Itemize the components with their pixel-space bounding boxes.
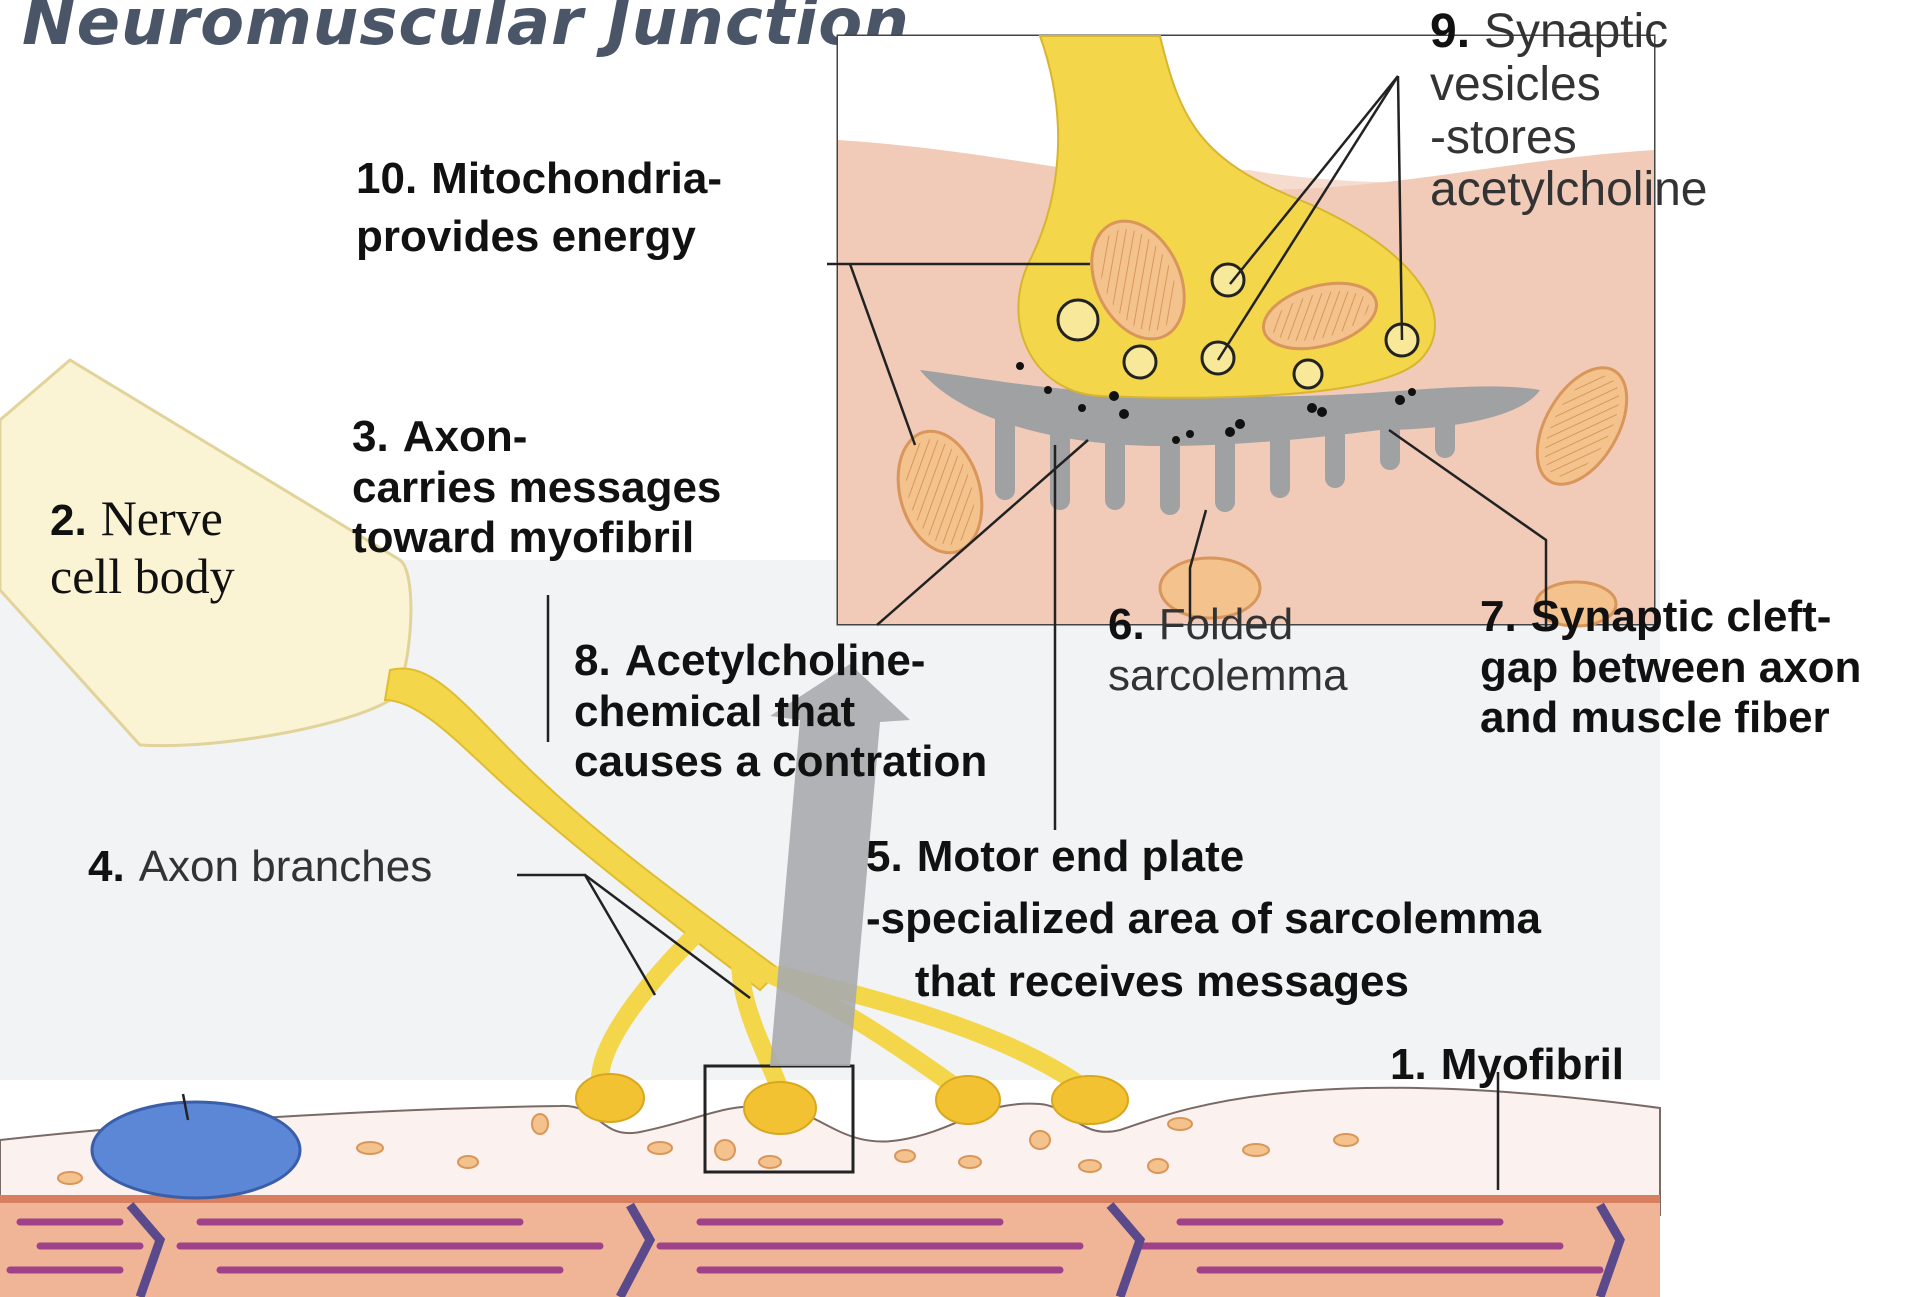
- label-number: 6.: [1108, 600, 1145, 649]
- label-number: 9.: [1430, 5, 1470, 58]
- label-text: Synaptic vesicles -stores acetylcholine: [1430, 5, 1708, 216]
- label-number: 2.: [50, 496, 87, 545]
- nucleus: [92, 1102, 300, 1198]
- label-text: Axon- carries messages toward myofibril: [352, 412, 721, 562]
- label-number: 1.: [1390, 1040, 1427, 1089]
- label-myofibril: 1. Myofibril: [1390, 1040, 1624, 1091]
- label-mitochondria: 10.Mitochondria- provides energy: [356, 150, 722, 266]
- label-number: 5.: [866, 832, 903, 881]
- label-synaptic-vesicles: 9.Synaptic vesicles -stores acetylcholin…: [1430, 6, 1708, 217]
- label-motor-end-plate: 5.Motor end plate -specialized area of s…: [866, 826, 1541, 1013]
- label-text: Axon branches: [139, 842, 433, 891]
- label-text: Synaptic cleft- gap between axon and mus…: [1480, 592, 1861, 742]
- label-synaptic-cleft: 7.Synaptic cleft- gap between axon and m…: [1480, 592, 1861, 744]
- label-folded-sarcolemma: 6.Folded sarcolemma: [1108, 600, 1348, 701]
- label-number: 3.: [352, 412, 389, 461]
- label-number: 10.: [356, 154, 417, 203]
- label-acetylcholine: 8.Acetylcholine- chemical that causes a …: [574, 636, 987, 788]
- label-number: 7.: [1480, 592, 1517, 641]
- label-text: Myofibril: [1441, 1040, 1624, 1089]
- label-text: Motor end plate -specialized area of sar…: [866, 832, 1541, 1006]
- label-number: 4.: [88, 842, 125, 891]
- label-nerve-cell-body: 2.Nerve cell body: [50, 490, 235, 605]
- label-number: 8.: [574, 636, 611, 685]
- label-axon-branches: 4. Axon branches: [88, 842, 432, 893]
- label-text: Acetylcholine- chemical that causes a co…: [574, 636, 987, 786]
- label-axon: 3.Axon- carries messages toward myofibri…: [352, 412, 721, 564]
